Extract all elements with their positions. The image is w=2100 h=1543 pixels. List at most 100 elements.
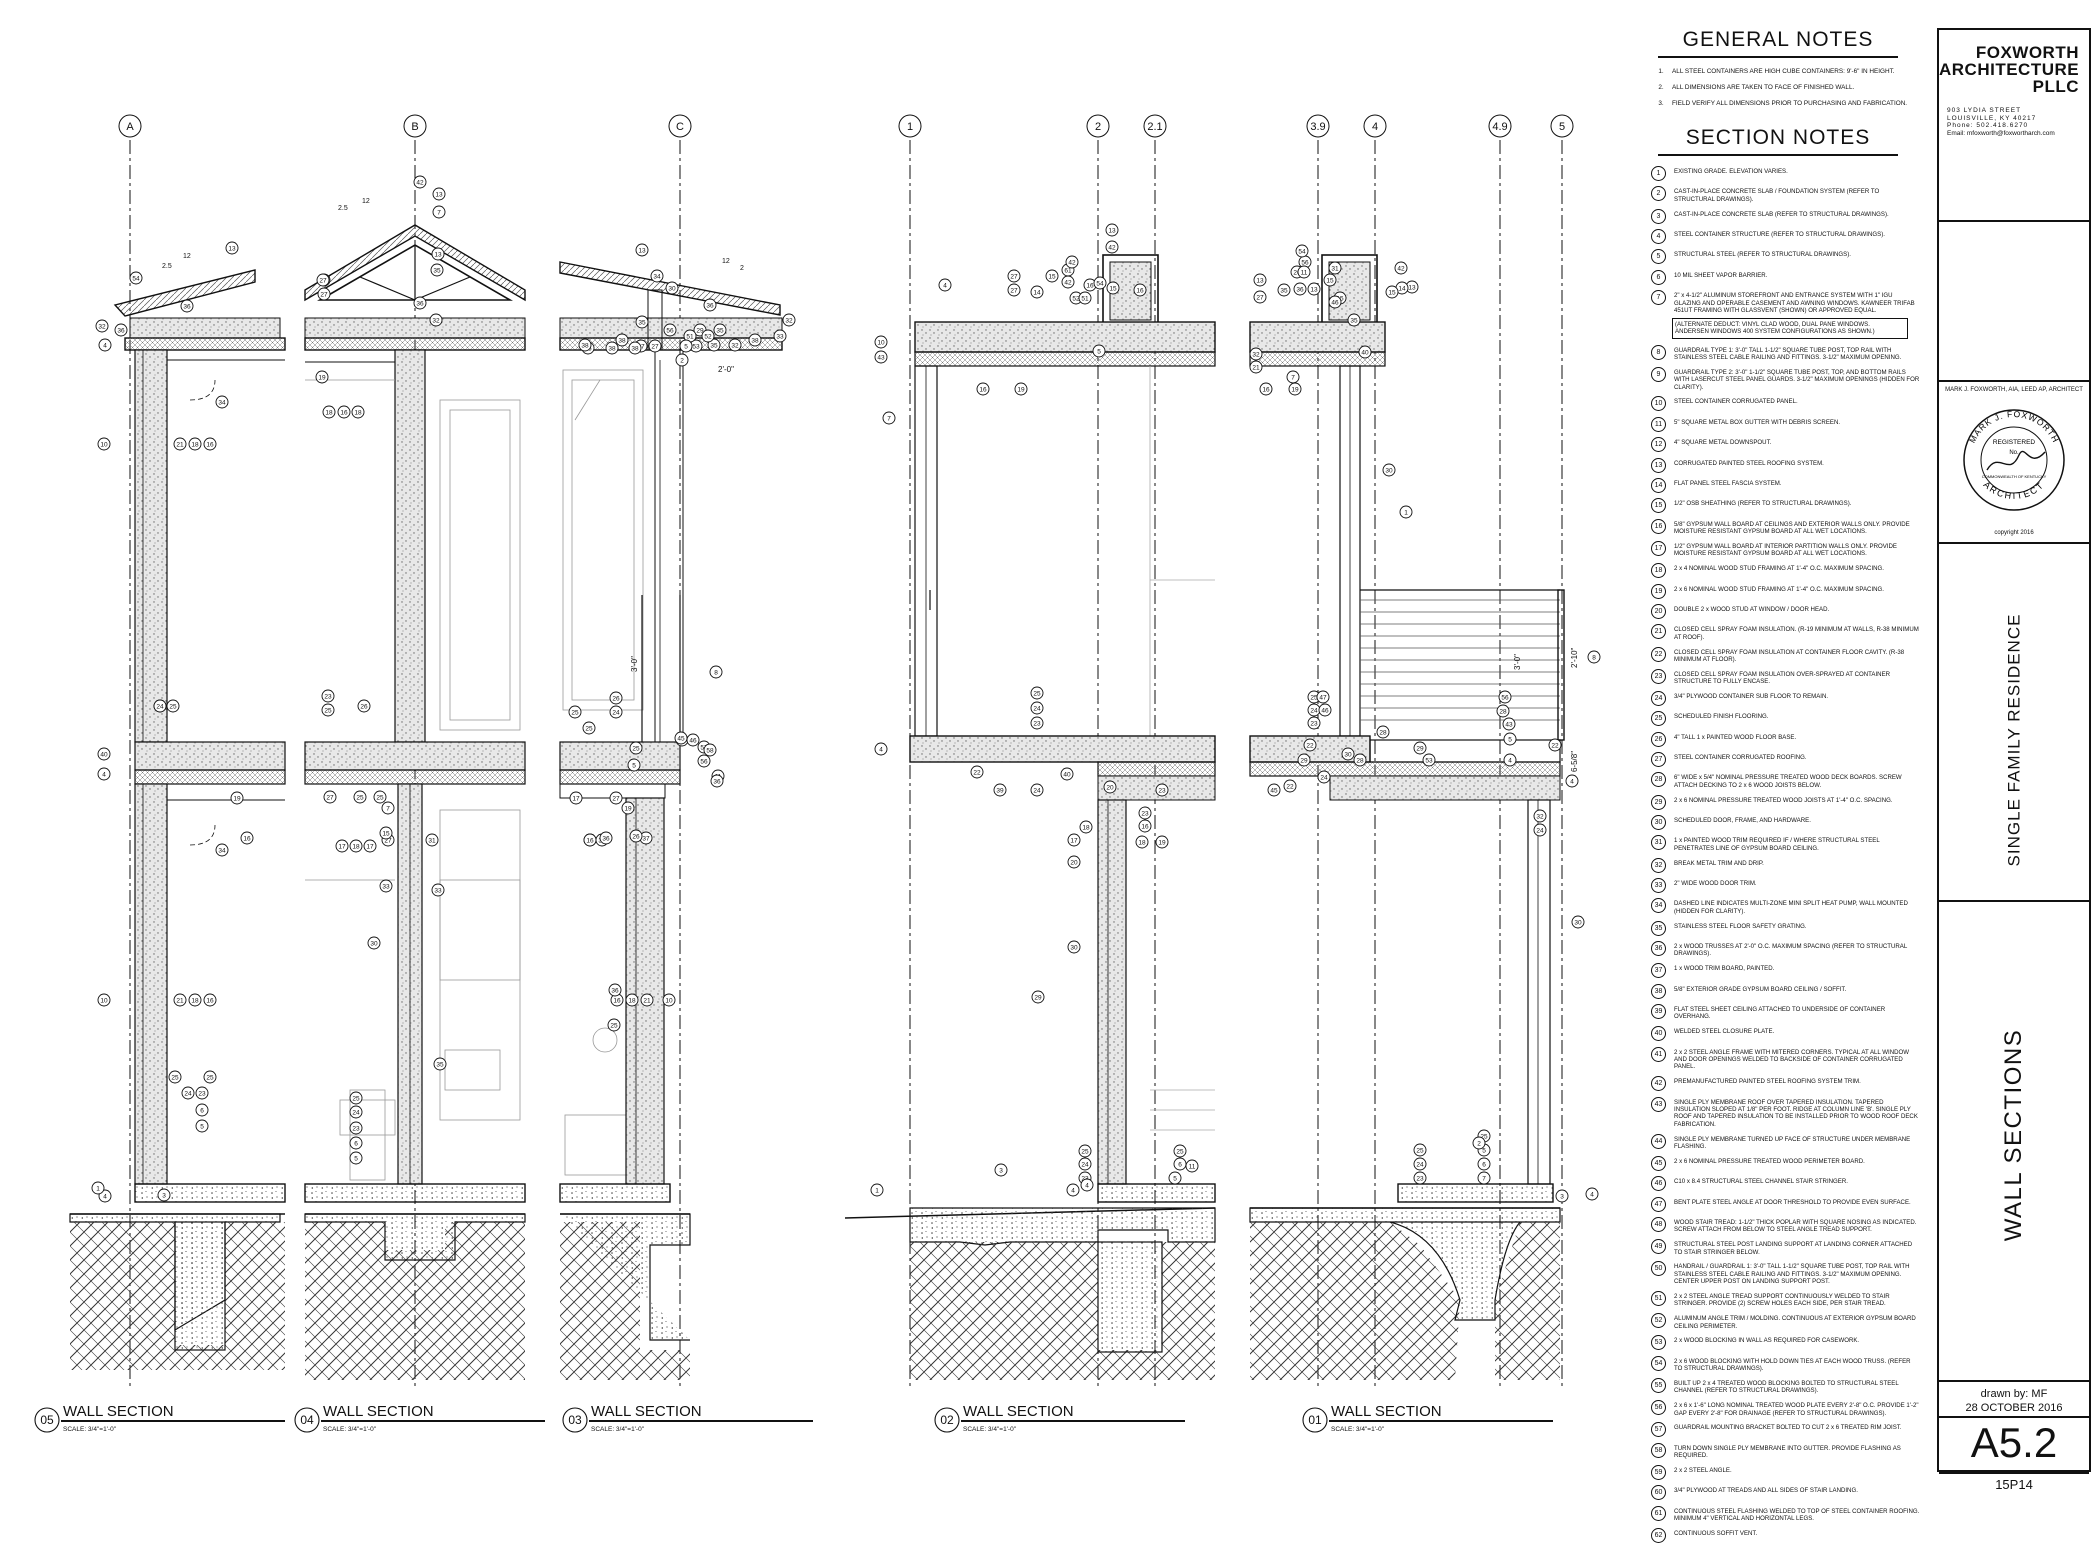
general-note: 2.ALL DIMENSIONS ARE TAKEN TO FACE OF FI… <box>1658 84 1855 91</box>
keynote-bubble <box>627 758 641 772</box>
keynote-bubble <box>1030 285 1044 299</box>
keynote-bubble <box>648 339 662 353</box>
pitch-rise-label: 2.5 <box>162 263 172 270</box>
keynote-bubble <box>1030 716 1044 730</box>
keynote-number: 22 <box>1286 783 1294 790</box>
keynote-bubble <box>1503 753 1517 767</box>
keynote-number: 4 <box>103 1193 107 1200</box>
keynote-bubble <box>607 1018 621 1032</box>
grid-bubble-label: 2.1 <box>1147 121 1162 133</box>
keynote-bubble <box>1155 783 1169 797</box>
keynote-number: 23 <box>1310 720 1318 727</box>
project-number: 15P14 <box>1995 1477 2033 1492</box>
keynote-bubble <box>195 1086 209 1100</box>
keynote-number: 27 <box>1010 287 1018 294</box>
keynote-number: 20 <box>1106 784 1114 791</box>
keynote-number: 27 <box>319 277 327 284</box>
keynote-bubble <box>635 243 649 257</box>
keynote-number: 39 <box>996 787 1004 794</box>
keynote-bubble <box>321 703 335 717</box>
keynote-bubble <box>98 338 112 352</box>
keynote-number: 10 <box>877 339 885 346</box>
keynote-number: 56 <box>666 327 674 334</box>
keynote-bubble <box>748 333 762 347</box>
keynote-bubble <box>1253 273 1267 287</box>
keynote-number: 19 <box>1291 386 1299 393</box>
pitch-label: 12 <box>362 198 370 205</box>
keynote-number: 13 <box>1310 286 1318 293</box>
keynote-number: 45 <box>677 735 685 742</box>
keynote-bubble <box>609 791 623 805</box>
keynote-number: 14 <box>1398 285 1406 292</box>
project-name: SINGLE FAMILY RESIDENCE <box>2004 613 2024 867</box>
keynote-bubble <box>349 1121 363 1135</box>
keynote-number: 38 <box>581 342 589 349</box>
keynote-number: 51 <box>1081 295 1089 302</box>
keynote-number: 27 <box>320 291 328 298</box>
keynote-bubble <box>1030 686 1044 700</box>
keynote-bubble <box>114 323 128 337</box>
keynote-bubble <box>599 831 613 845</box>
keynote-number: 8 <box>714 669 718 676</box>
keynote-bubble <box>1093 276 1107 290</box>
keynote-bubble <box>874 350 888 364</box>
wall-section-02-drawing <box>844 254 1216 1380</box>
keynote-number: 18 <box>628 997 636 1004</box>
keynote-number: 38 <box>631 345 639 352</box>
keynote-bubble <box>432 187 446 201</box>
grid-bubble-label: 1 <box>907 121 913 133</box>
keynote-bubble <box>621 801 635 815</box>
keynote-number: 24 <box>1033 705 1041 712</box>
svg-text:REGISTERED: REGISTERED <box>1993 439 2036 446</box>
keynote-bubble <box>173 437 187 451</box>
keynote-bubble <box>173 993 187 1007</box>
overhang-dimension: 2'-0" <box>718 365 734 374</box>
keynote-bubble <box>1318 703 1332 717</box>
keynote-bubble <box>1092 344 1106 358</box>
keynote-number: 7 <box>386 805 390 812</box>
keynote-number: 40 <box>1063 771 1071 778</box>
keynote-bubble <box>1103 780 1117 794</box>
keynote-number: 36 <box>713 778 721 785</box>
keynote-number: 24 <box>1320 774 1328 781</box>
keynote-bubble <box>1477 1157 1491 1171</box>
keynote-number: 56 <box>1301 259 1309 266</box>
notes-column: GENERAL NOTES 1.ALL STEEL CONTAINERS ARE… <box>1650 28 1920 1543</box>
keynote-number: 1 <box>96 1185 100 1192</box>
keynote-number: 42 <box>1064 279 1072 286</box>
keynote-number: 11 <box>1189 1163 1196 1170</box>
keynote-number: 40 <box>100 751 108 758</box>
keynote-number: 18 <box>325 409 333 416</box>
keynote-number: 18 <box>191 441 199 448</box>
keynote-bubble <box>1105 223 1119 237</box>
keynote-number: 36 <box>183 303 191 310</box>
section-number-bubble <box>562 1407 588 1433</box>
keynote-number: 15 <box>1388 289 1396 296</box>
keynote-number: 30 <box>370 940 378 947</box>
section-scale: SCALE: 3/4"=1'-0" <box>63 1426 117 1433</box>
keynote-bubble <box>157 1188 171 1202</box>
dimension-labels: 12 2.5 12 2.5 12 2 2'-0" 3'-0" 3'-0" 2'-… <box>162 198 1579 772</box>
keynote-bubble <box>874 742 888 756</box>
keynote-bubble <box>710 774 724 788</box>
keynote-number: 16 <box>206 997 214 1004</box>
keynote-bubble <box>1502 717 1516 731</box>
keynote-bubble <box>1399 505 1413 519</box>
keynote-number: 54 <box>1096 280 1104 287</box>
keynote-number: 24 <box>184 1090 192 1097</box>
keynote-number: 13 <box>434 251 442 258</box>
keynote-number: 25 <box>585 725 593 732</box>
general-note: 3.FIELD VERIFY ALL DIMENSIONS PRIOR TO P… <box>1658 100 1908 107</box>
keynote-number: 16 <box>206 441 214 448</box>
